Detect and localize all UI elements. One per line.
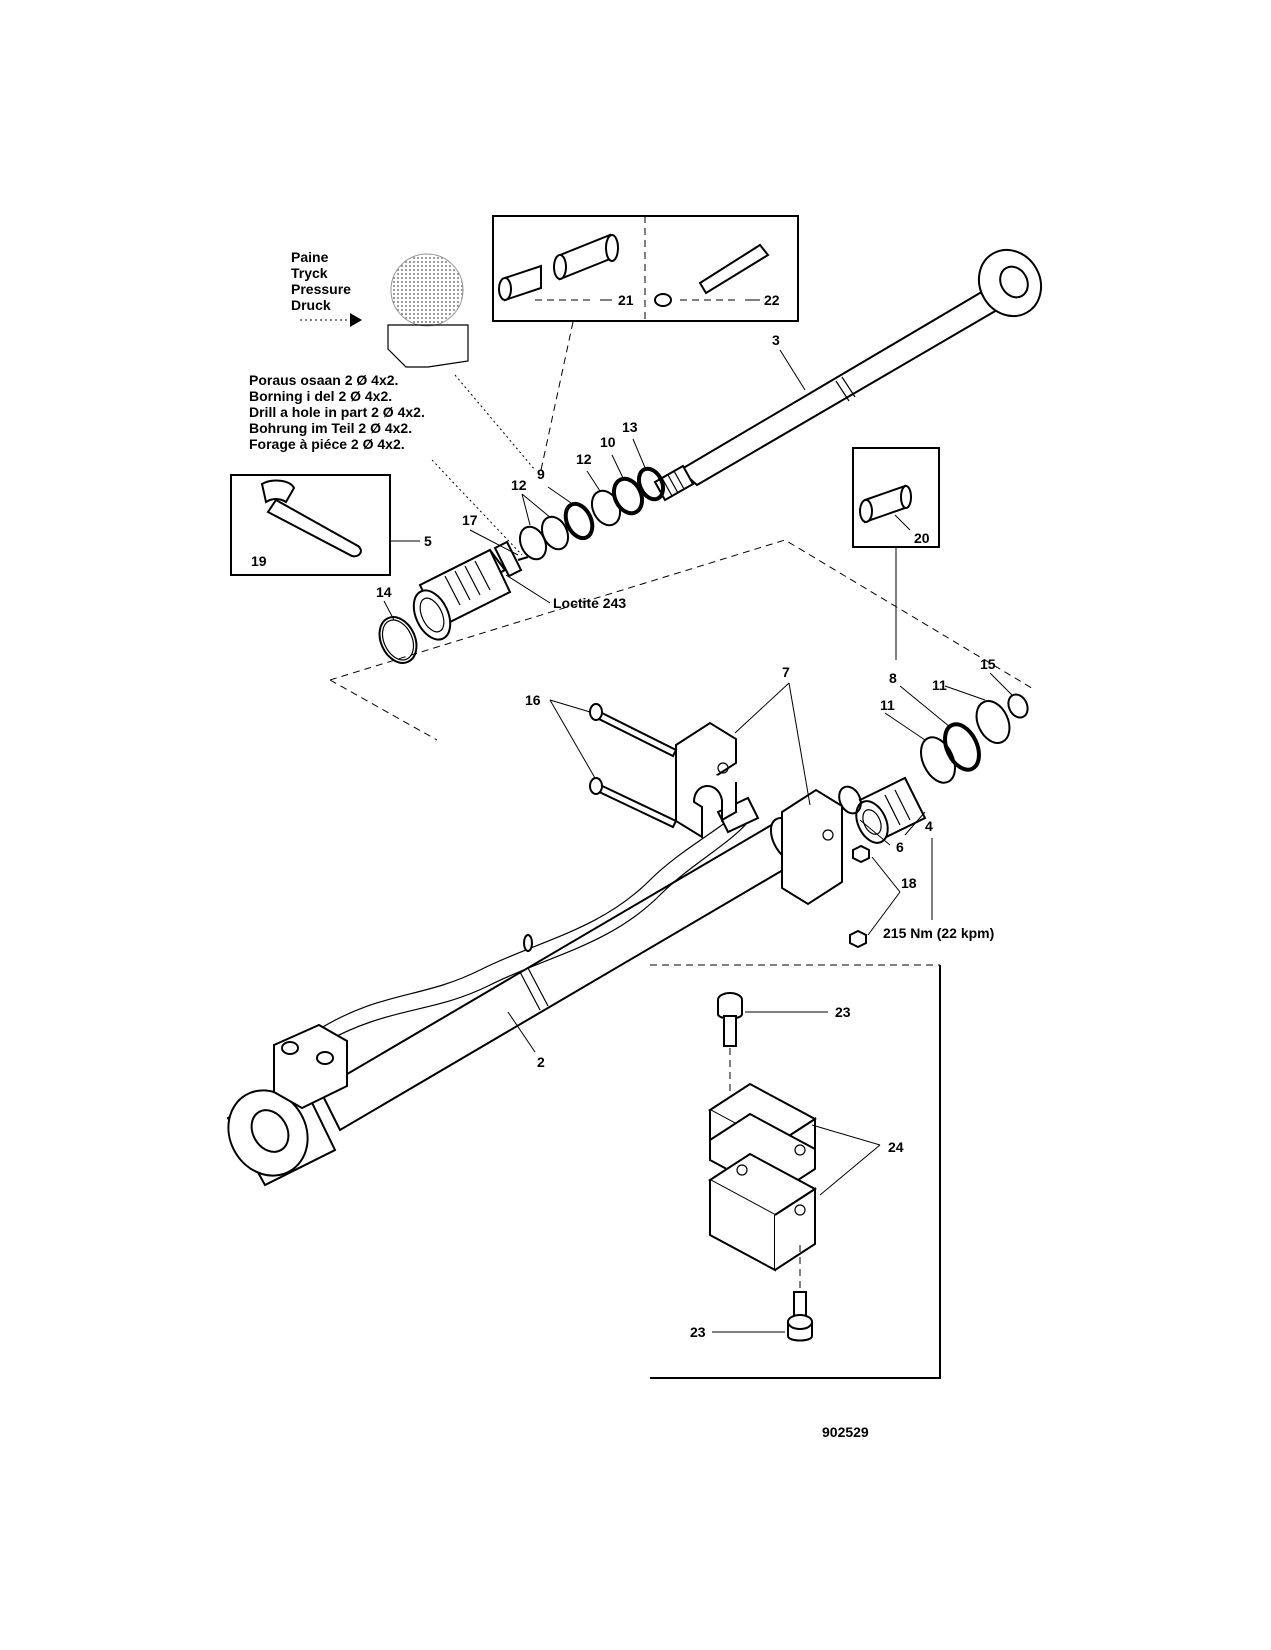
pressure-ball bbox=[390, 253, 464, 327]
callout-4: 4 bbox=[925, 818, 933, 834]
callout-11-left: 11 bbox=[880, 697, 895, 713]
callout-19: 19 bbox=[251, 553, 267, 569]
drill-note-fi: Poraus osaan 2 Ø 4x2. bbox=[249, 372, 398, 388]
callout-6: 6 bbox=[896, 839, 904, 855]
cylinder-barrel: 2 bbox=[226, 796, 807, 1187]
callout-12-right: 12 bbox=[576, 451, 592, 467]
callout-8: 8 bbox=[889, 670, 897, 686]
callout-24: 24 bbox=[888, 1139, 904, 1155]
drill-note-de: Bohrung im Teil 2 Ø 4x2. bbox=[249, 420, 412, 436]
callout-13: 13 bbox=[622, 419, 638, 435]
tool-box-20: 20 bbox=[852, 447, 940, 660]
tool-box-19: 19 5 bbox=[230, 474, 432, 576]
callout-11-right: 11 bbox=[932, 677, 947, 693]
figure-number: 902529 bbox=[822, 1424, 869, 1440]
callout-9: 9 bbox=[537, 466, 545, 482]
pressure-note-sv: Tryck bbox=[291, 265, 328, 281]
loctite-note: Loctite 243 bbox=[553, 595, 626, 611]
drill-note-en: Drill a hole in part 2 Ø 4x2. bbox=[249, 404, 425, 420]
pressure-block: Paine Tryck Pressure Druck bbox=[291, 249, 469, 368]
rod-end-parts: 8 11 11 15 6 4 215 Nm (22 kpm) bbox=[838, 656, 1029, 941]
drill-note: Poraus osaan 2 Ø 4x2. Borning i del 2 Ø … bbox=[249, 372, 425, 452]
callout-2: 2 bbox=[537, 1054, 545, 1070]
callout-5: 5 bbox=[424, 533, 432, 549]
arrow-icon bbox=[350, 313, 362, 327]
tool-box-21-22: 21 22 bbox=[492, 215, 799, 322]
callout-20: 20 bbox=[914, 530, 930, 546]
callout-10: 10 bbox=[600, 434, 616, 450]
torque-note: 215 Nm (22 kpm) bbox=[883, 925, 994, 941]
drill-note-sv: Borning i del 2 Ø 4x2. bbox=[249, 388, 392, 404]
callout-22: 22 bbox=[764, 292, 780, 308]
clamp-detail: 23 24 23 bbox=[650, 964, 941, 1379]
drill-note-fr: Forage à piéce 2 Ø 4x2. bbox=[249, 436, 405, 452]
callout-18: 18 bbox=[901, 875, 917, 891]
callout-15: 15 bbox=[980, 656, 996, 672]
callout-12-left: 12 bbox=[511, 477, 527, 493]
pressure-note-de: Druck bbox=[291, 297, 331, 313]
callout-23-top: 23 bbox=[835, 1004, 851, 1020]
callout-14: 14 bbox=[376, 584, 392, 600]
callout-21: 21 bbox=[618, 292, 634, 308]
callout-17: 17 bbox=[462, 512, 478, 528]
callout-3: 3 bbox=[772, 332, 780, 348]
callout-23-bottom: 23 bbox=[690, 1324, 706, 1340]
seal-rings: 12 9 12 10 13 bbox=[511, 419, 666, 561]
callout-7: 7 bbox=[782, 664, 790, 680]
callout-16: 16 bbox=[525, 692, 541, 708]
pipe-clamp: 16 7 18 bbox=[525, 664, 917, 949]
pressure-note-en: Pressure bbox=[291, 281, 351, 297]
guide-head: 14 17 Loctite 243 bbox=[376, 459, 626, 664]
pressure-note-fi: Paine bbox=[291, 249, 329, 265]
